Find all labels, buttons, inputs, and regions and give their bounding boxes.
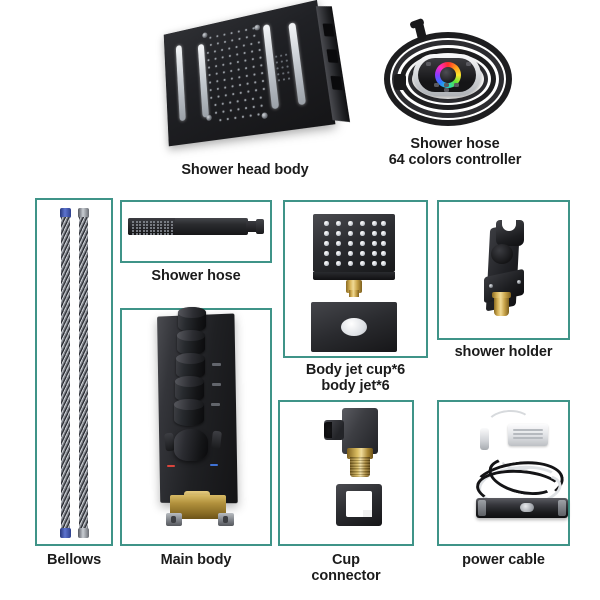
caption-power-cable: power cable bbox=[462, 552, 545, 568]
part-box-power-cable bbox=[437, 400, 570, 546]
square-body-jet-icon bbox=[285, 202, 426, 356]
caption-bellows: Bellows bbox=[46, 552, 102, 568]
part-box-body-jet bbox=[283, 200, 428, 358]
coiled-hose-rgb-remote-icon bbox=[380, 17, 530, 140]
elbow-connector-icon bbox=[322, 408, 392, 528]
body-jet-stem bbox=[346, 280, 362, 293]
part-box-bellows bbox=[35, 198, 113, 546]
wall-shower-holder-icon bbox=[478, 218, 548, 328]
handheld-shower-wand-icon bbox=[128, 212, 268, 244]
caption-shower-hose: Shower hose bbox=[151, 268, 241, 284]
led-driver-module bbox=[476, 498, 568, 518]
caption-shower-head-body: Shower head body bbox=[181, 162, 309, 178]
holder-brass-outlet bbox=[494, 294, 509, 316]
braided-flex-hose-icon bbox=[37, 200, 111, 544]
caption-main-body: Main body bbox=[160, 552, 232, 568]
mixer-knob-3[interactable] bbox=[176, 353, 205, 379]
temperature-control-knob[interactable] bbox=[174, 429, 208, 461]
shower-head-panel-icon bbox=[150, 0, 351, 148]
rgb-remote-controller[interactable] bbox=[413, 54, 481, 96]
power-supply-cable-icon bbox=[468, 406, 578, 531]
thermostatic-mixer-valve-icon bbox=[150, 305, 250, 533]
mixer-knob-2[interactable] bbox=[177, 330, 205, 355]
cup-outlet-hole bbox=[341, 318, 367, 336]
caption-shower-hose-controller: Shower hose 64 colors controller bbox=[388, 136, 522, 169]
caption-cup-connector: Cup connector bbox=[311, 552, 381, 585]
mixer-knob-4[interactable] bbox=[175, 376, 204, 402]
cold-indicator-icon bbox=[210, 464, 218, 466]
mixer-knob-1[interactable] bbox=[178, 307, 206, 332]
caption-body-jet: Body jet cup*6 body jet*6 bbox=[305, 362, 406, 395]
caption-shower-holder: shower holder bbox=[454, 344, 553, 360]
mixer-knob-5[interactable] bbox=[174, 399, 204, 426]
power-adapter bbox=[508, 424, 548, 446]
hot-indicator-icon bbox=[167, 465, 175, 467]
